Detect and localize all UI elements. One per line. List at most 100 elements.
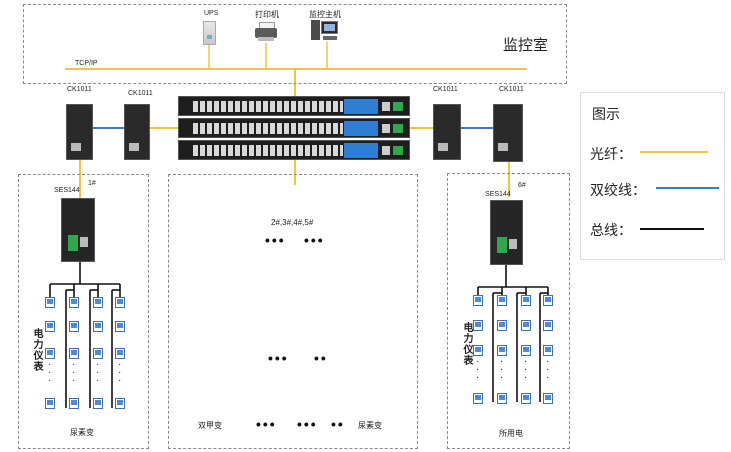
left-meter-ellipsis: · <box>118 367 122 378</box>
left-power-meter <box>69 321 79 332</box>
converter-label-1: CK1011 <box>67 86 92 93</box>
right-power-meter <box>497 295 507 306</box>
legend-twisted-pair-swatch <box>656 187 719 189</box>
right-meter-ellipsis: · <box>476 356 480 367</box>
left-station-device-label: SES144 <box>54 187 80 194</box>
monitoring-room-box <box>23 4 567 84</box>
right-power-meter <box>543 345 553 356</box>
computer-icon <box>311 20 339 42</box>
legend-twisted-pair-label: 双绞线： <box>590 182 646 198</box>
left-meter-ellipsis: · <box>96 367 100 378</box>
right-power-meter <box>521 295 531 306</box>
right-power-meter <box>473 393 483 404</box>
media-converter-4 <box>493 104 523 162</box>
right-meter-ellipsis: · <box>476 372 480 383</box>
left-meter-ellipsis: · <box>72 359 76 370</box>
core-switch-1 <box>178 96 410 116</box>
media-converter-3 <box>433 104 461 160</box>
legend-bus-label: 总线： <box>590 222 632 238</box>
left-power-meter <box>45 297 55 308</box>
right-meter-label: 电力仪表 <box>461 322 472 366</box>
host-label: 监控主机 <box>309 10 341 19</box>
middle-dots-row1-b: ••• <box>304 232 325 248</box>
middle-station-numbers: 2#,3#,4#,5# <box>271 218 314 227</box>
legend-bus-swatch <box>640 228 704 230</box>
ups-label: UPS <box>204 10 219 17</box>
left-power-meter <box>45 348 55 359</box>
tcpip-label: TCP/IP <box>75 60 98 67</box>
left-power-meter <box>93 321 103 332</box>
converter-label-4: CK1011 <box>499 86 524 93</box>
left-power-meter <box>69 297 79 308</box>
middle-dots-row2-a: ••• <box>268 350 289 366</box>
left-meter-ellipsis: · <box>118 359 122 370</box>
right-power-meter <box>473 320 483 331</box>
ups-icon <box>203 21 216 45</box>
left-power-meter <box>45 321 55 332</box>
right-power-meter <box>473 295 483 306</box>
left-power-meter <box>93 297 103 308</box>
right-station-bottom-label: 所用电 <box>499 429 523 438</box>
left-meter-ellipsis: · <box>48 359 52 370</box>
middle-dots-row3-c: •• <box>331 416 345 432</box>
right-power-meter <box>543 295 553 306</box>
left-meter-ellipsis: · <box>96 359 100 370</box>
left-power-meter <box>93 398 103 409</box>
left-meter-ellipsis: · <box>96 375 100 386</box>
left-ses144-device <box>61 198 95 262</box>
printer-icon <box>255 22 277 42</box>
left-meter-ellipsis: · <box>48 367 52 378</box>
legend-box <box>580 92 725 260</box>
middle-dots-row3-a: ••• <box>256 416 277 432</box>
left-meter-ellipsis: · <box>72 367 76 378</box>
right-meter-ellipsis: · <box>524 364 528 375</box>
middle-bottom-left-label: 双甲变 <box>198 421 222 430</box>
left-bus-tree <box>49 262 121 408</box>
left-power-meter <box>115 398 125 409</box>
monitoring-room-label: 监控室 <box>503 37 549 54</box>
right-meter-ellipsis: · <box>476 364 480 375</box>
right-power-meter <box>497 320 507 331</box>
printer-label: 打印机 <box>255 10 279 19</box>
left-station-number: 1# <box>88 180 96 187</box>
middle-dots-row2-b: •• <box>314 350 328 366</box>
right-power-meter <box>543 320 553 331</box>
legend-fiber-swatch <box>640 151 708 153</box>
left-power-meter <box>115 297 125 308</box>
right-meter-ellipsis: · <box>500 372 504 383</box>
left-power-meter <box>45 398 55 409</box>
core-switch-3 <box>178 140 410 160</box>
right-meter-ellipsis: · <box>546 364 550 375</box>
right-power-meter <box>497 345 507 356</box>
right-meter-ellipsis: · <box>546 372 550 383</box>
left-power-meter <box>69 348 79 359</box>
media-converter-2 <box>124 104 150 160</box>
left-station-box <box>18 174 149 449</box>
right-power-meter <box>521 393 531 404</box>
right-power-meter <box>521 320 531 331</box>
right-meter-ellipsis: · <box>524 356 528 367</box>
middle-station-box <box>168 174 418 449</box>
left-meter-ellipsis: · <box>118 375 122 386</box>
middle-dots-row3-b: ••• <box>297 416 318 432</box>
legend-fiber-label: 光纤： <box>590 146 632 162</box>
left-power-meter <box>69 398 79 409</box>
right-power-meter <box>473 345 483 356</box>
left-meter-label: 电力仪表 <box>31 328 42 372</box>
right-power-meter <box>521 345 531 356</box>
converter-label-3: CK1011 <box>433 86 458 93</box>
right-meter-ellipsis: · <box>546 356 550 367</box>
right-station-box <box>447 173 570 449</box>
left-power-meter <box>115 321 125 332</box>
core-switch-stack <box>178 96 410 160</box>
converter-label-2: CK1011 <box>128 90 153 97</box>
left-power-meter <box>93 348 103 359</box>
right-station-number: 6# <box>518 182 526 189</box>
left-meter-ellipsis: · <box>72 375 76 386</box>
middle-dots-row1-a: ••• <box>265 232 286 248</box>
right-meter-ellipsis: · <box>500 364 504 375</box>
right-power-meter <box>543 393 553 404</box>
right-power-meter <box>497 393 507 404</box>
left-station-bottom-label: 尿素变 <box>70 428 94 437</box>
